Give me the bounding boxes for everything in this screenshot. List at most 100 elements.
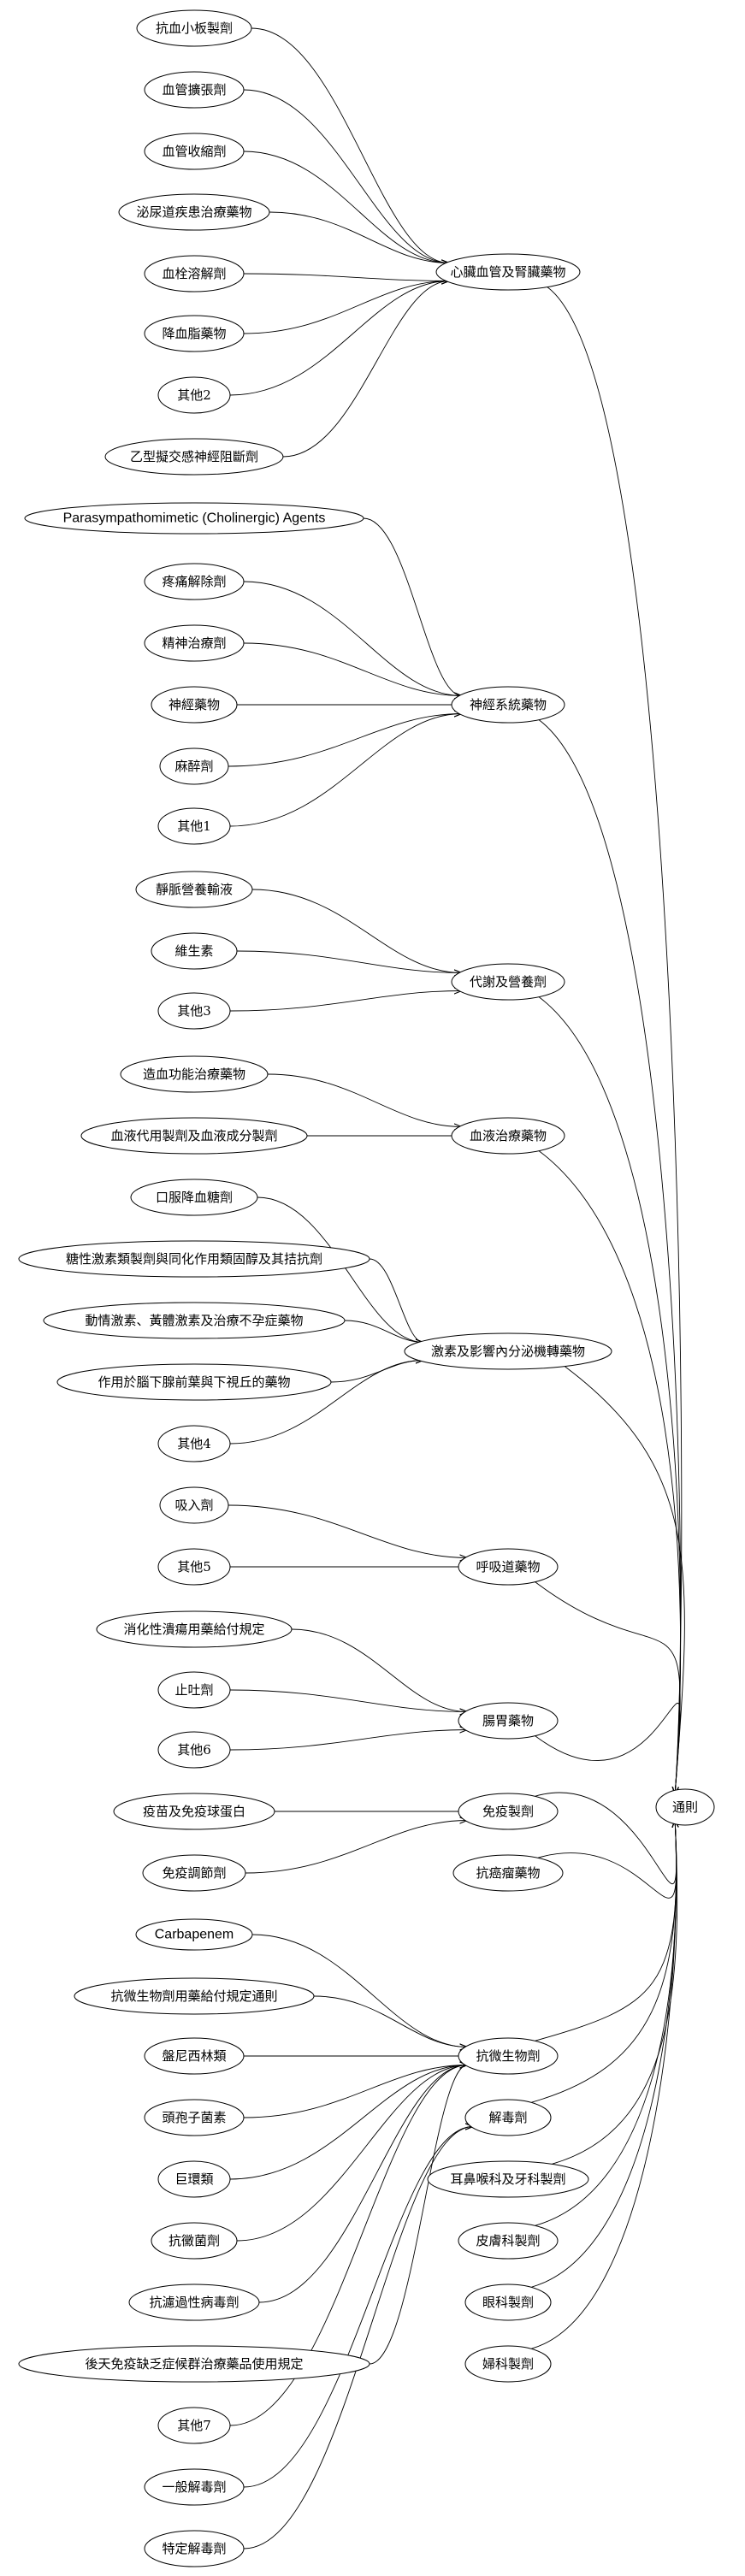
- node-n6: 其他1: [157, 807, 231, 845]
- node-d2: 特定解毒劑: [144, 2530, 245, 2567]
- node-ellipse: [18, 1240, 370, 1278]
- edge-c7-to-cardio: [229, 281, 449, 396]
- node-label: 抗微生物劑: [476, 2048, 540, 2064]
- edge-n3-to-neuro: [243, 642, 462, 696]
- node-label: 泌尿道疾患治療藥物: [136, 204, 251, 220]
- edge-ent-to-root: [552, 1820, 677, 2165]
- node-label: 疼痛解除劑: [162, 574, 226, 589]
- edge-c6-to-cardio: [243, 281, 449, 334]
- edge-gyn-to-root: [531, 1820, 677, 2349]
- node-ellipse: [104, 438, 284, 476]
- edge-endo-to-root: [565, 1366, 685, 1794]
- node-c3: 血管收縮劑: [144, 133, 245, 170]
- node-derm: 皮膚科製劑: [458, 2222, 559, 2260]
- node-label: 免疫調節劑: [162, 1865, 226, 1881]
- node-ellipse: [157, 376, 231, 414]
- node-label: 其他1: [177, 818, 211, 834]
- node-ellipse: [157, 1548, 231, 1586]
- node-gi: 腸胃藥物: [458, 1702, 559, 1740]
- node-label: 血管擴張劑: [162, 82, 226, 97]
- node-label: 神經藥物: [169, 697, 220, 712]
- node-r2: 其他5: [157, 1548, 231, 1586]
- node-ellipse: [157, 1731, 231, 1769]
- node-label: 特定解毒劑: [162, 2541, 226, 2556]
- edge-d1-to-antidote: [243, 2127, 473, 2488]
- node-ellipse: [144, 2099, 245, 2136]
- node-label: 一般解毒劑: [162, 2479, 226, 2495]
- node-ellipse: [18, 2345, 370, 2383]
- node-label: 抗濾過性病毒劑: [149, 2295, 239, 2310]
- node-ellipse: [135, 1918, 253, 1951]
- node-blood: 血液治療藥物: [451, 1117, 565, 1155]
- node-label: 抗癌瘤藥物: [476, 1865, 540, 1881]
- node-c6: 降血脂藥物: [144, 315, 245, 352]
- node-ellipse: [144, 624, 245, 662]
- node-e3: 動情激素、黃體激素及治療不孕症藥物: [43, 1302, 346, 1339]
- node-label: 吸入劑: [174, 1498, 213, 1513]
- edge-m2-to-metab: [236, 950, 462, 973]
- edge-gi-to-root: [535, 1702, 681, 1794]
- edge-a9-to-antimicro: [229, 2065, 467, 2426]
- node-ellipse: [136, 9, 252, 47]
- node-label: 巨環類: [174, 2171, 213, 2187]
- node-label: 頭孢子菌素: [162, 2110, 226, 2125]
- node-a7: 抗濾過性病毒劑: [128, 2284, 260, 2321]
- node-label: 腸胃藥物: [482, 1713, 534, 1728]
- node-label: 血液代用製劑及血液成分製劑: [110, 1128, 277, 1143]
- node-antidote: 解毒劑: [464, 2099, 552, 2136]
- node-label: 動情激素、黃體激素及治療不孕症藥物: [85, 1313, 303, 1328]
- node-ellipse: [655, 1788, 715, 1826]
- node-ellipse: [24, 502, 364, 535]
- edge-c4-to-cardio: [269, 211, 449, 263]
- node-label: 通則: [672, 1799, 698, 1815]
- node-label: 後天免疫缺乏症候群治療藥品使用規定: [85, 2356, 303, 2372]
- node-ellipse: [151, 2222, 238, 2260]
- edge-a7-to-antimicro: [258, 2065, 467, 2303]
- node-m2: 維生素: [151, 932, 238, 970]
- node-b1: 造血功能治療藥物: [120, 1055, 269, 1093]
- node-label: 降血脂藥物: [162, 326, 226, 341]
- node-gyn: 婦科製劑: [464, 2345, 552, 2383]
- node-a9: 其他7: [157, 2407, 231, 2444]
- edge-a5-to-antimicro: [229, 2065, 467, 2180]
- node-label: 其他7: [177, 2418, 211, 2433]
- edge-d2-to-antidote: [243, 2127, 473, 2549]
- node-ellipse: [464, 2099, 552, 2136]
- node-ellipse: [458, 2222, 559, 2260]
- node-label: 麻醉劑: [174, 759, 213, 774]
- node-label: 代謝及營養劑: [470, 974, 547, 990]
- node-ellipse: [458, 2037, 559, 2075]
- edge-c1-to-cardio: [251, 27, 449, 263]
- node-c5: 血栓溶解劑: [144, 255, 245, 292]
- edge-i2-to-immune: [245, 1821, 467, 1874]
- node-ellipse: [159, 747, 229, 785]
- node-label: 呼吸道藥物: [476, 1559, 540, 1575]
- node-ellipse: [151, 932, 238, 970]
- node-ellipse: [142, 1854, 246, 1892]
- node-ellipse: [451, 963, 565, 1001]
- node-ellipse: [144, 315, 245, 352]
- edge-resp-to-root: [535, 1581, 681, 1794]
- edge-e3-to-endo: [344, 1320, 423, 1343]
- edge-e5-to-endo: [229, 1361, 423, 1445]
- node-ellipse: [113, 1793, 275, 1830]
- edge-g2-to-gi: [229, 1689, 467, 1712]
- node-ellipse: [435, 253, 581, 291]
- node-ellipse: [118, 193, 270, 231]
- node-label: 神經系統藥物: [470, 697, 547, 712]
- node-ellipse: [43, 1302, 346, 1339]
- node-ellipse: [144, 563, 245, 600]
- node-ellipse: [451, 1117, 565, 1155]
- node-ellipse: [157, 807, 231, 845]
- node-ellipse: [404, 1332, 612, 1370]
- node-antimicro: 抗微生物劑: [458, 2037, 559, 2075]
- node-label: 止吐劑: [174, 1682, 213, 1698]
- node-eye: 眼科製劑: [464, 2284, 552, 2321]
- edge-r1-to-resp: [228, 1504, 467, 1558]
- node-label: 維生素: [174, 943, 213, 959]
- node-b2: 血液代用製劑及血液成分製劑: [80, 1117, 308, 1155]
- edge-m1-to-metab: [251, 889, 462, 973]
- node-resp: 呼吸道藥物: [458, 1548, 559, 1586]
- edge-n1-to-neuro: [363, 517, 462, 696]
- node-label: 造血功能治療藥物: [143, 1066, 245, 1082]
